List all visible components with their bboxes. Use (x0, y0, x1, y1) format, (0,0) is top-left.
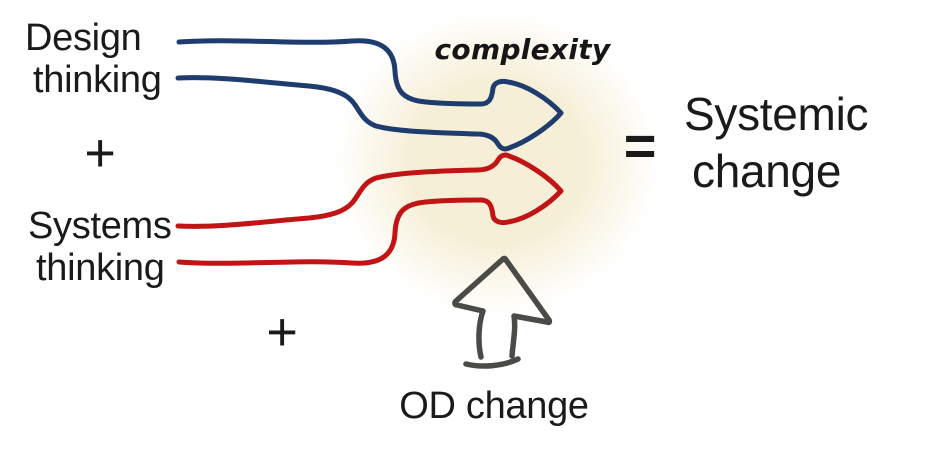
design-thinking-line2: thinking (33, 59, 162, 101)
plus-sign-top: + (84, 123, 116, 183)
design-thinking-label: Design thinking (25, 17, 162, 101)
systemic-change-line2: change (692, 145, 842, 197)
design-thinking-line1: Design (25, 17, 142, 59)
complexity-label: complexity (434, 33, 611, 66)
plus-sign-bottom: + (266, 302, 298, 362)
od-change-label: OD change (399, 385, 589, 427)
systems-thinking-line1: Systems (28, 205, 172, 247)
equals-sign: = (623, 114, 657, 177)
design-thinking-arrow (175, 38, 564, 152)
systemic-change-line1: Systemic (684, 88, 869, 140)
systems-thinking-line2: thinking (36, 247, 165, 289)
systemic-change-label: Systemic change (684, 86, 868, 200)
systems-thinking-arrow (175, 152, 564, 266)
systems-thinking-label: Systems thinking (28, 205, 172, 289)
od-change-arrow (452, 255, 553, 369)
